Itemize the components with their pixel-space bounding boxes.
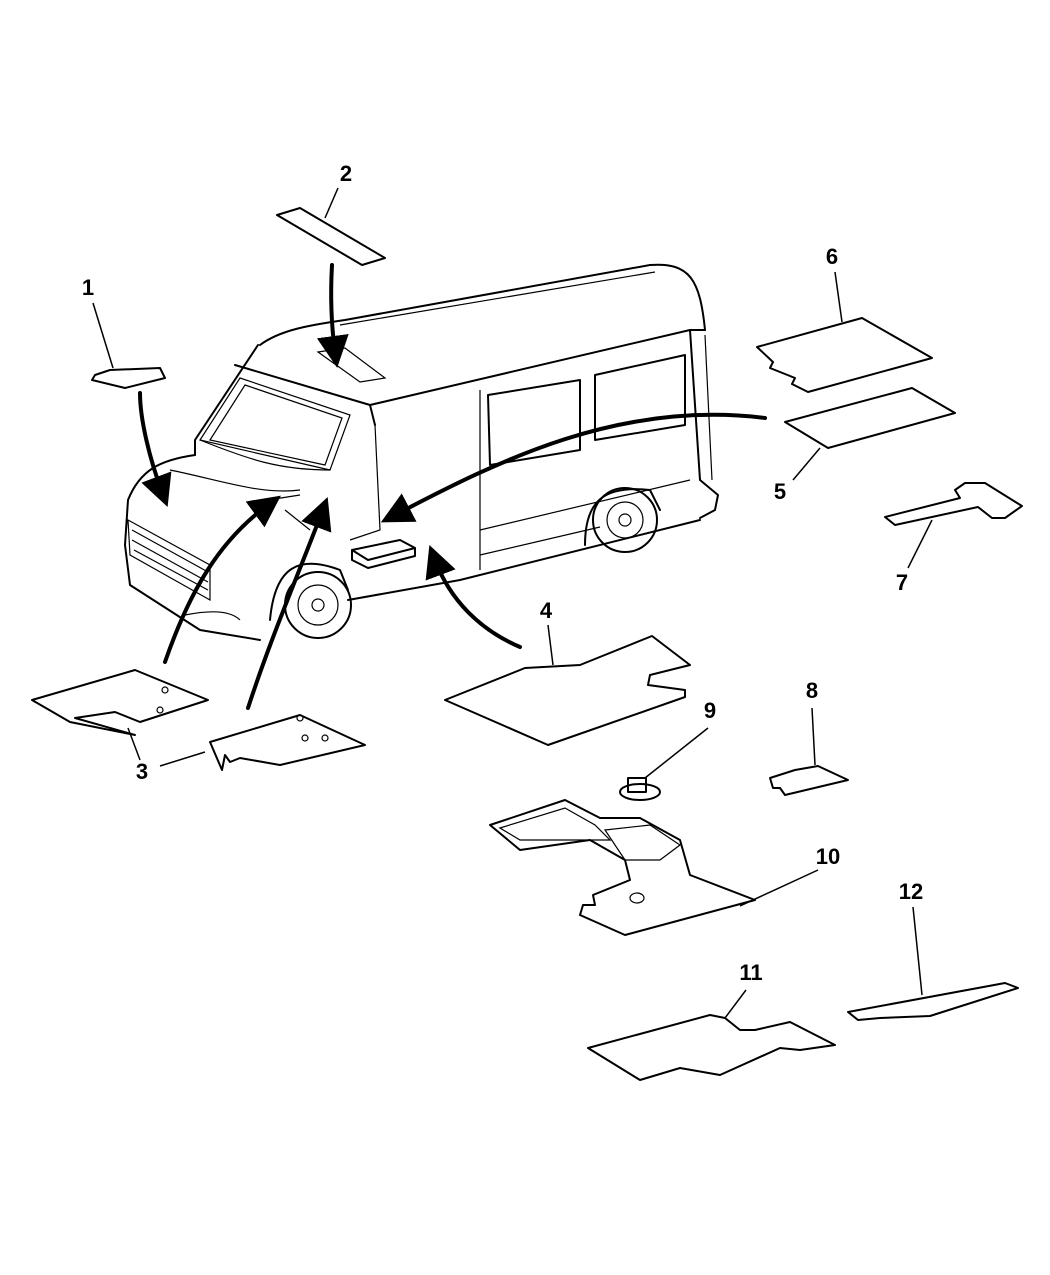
- callout-2: 2: [339, 161, 353, 186]
- part-7-pad: [884, 482, 1023, 526]
- callout-3: 3: [135, 759, 149, 784]
- arrow-part-3a: [163, 495, 281, 664]
- part-5-pad: [784, 387, 956, 449]
- arrow-part-1: [138, 391, 172, 507]
- callout-5: 5: [773, 479, 787, 504]
- callout-10: 10: [815, 844, 841, 869]
- part-3-pad-a: [31, 669, 209, 736]
- callout-1: 1: [81, 275, 95, 300]
- callout-6: 6: [825, 244, 839, 269]
- leader-lines: [92, 187, 933, 1019]
- part-2-pad: [276, 207, 386, 266]
- callout-7: 7: [895, 570, 909, 595]
- part-9-nut: [619, 777, 661, 801]
- callout-9: 9: [703, 698, 717, 723]
- arrow-part-3b: [246, 497, 332, 710]
- arrow-part-4: [425, 545, 522, 649]
- part-8-pad: [769, 765, 849, 796]
- callout-8: 8: [805, 678, 819, 703]
- callout-12: 12: [898, 879, 924, 904]
- van-body: [124, 263, 719, 641]
- part-12-pad: [847, 982, 1019, 1021]
- part-3-pad-b: [209, 714, 366, 771]
- part-10-panel: [489, 799, 756, 936]
- part-11-pad: [587, 1014, 836, 1081]
- part-1-pad: [91, 367, 166, 389]
- part-6-pad: [756, 317, 933, 393]
- arrow-part-5: [380, 412, 767, 523]
- callout-4: 4: [539, 598, 553, 623]
- part-4-pad: [444, 635, 691, 746]
- arrow-part-2: [316, 263, 349, 368]
- callout-11: 11: [739, 960, 763, 985]
